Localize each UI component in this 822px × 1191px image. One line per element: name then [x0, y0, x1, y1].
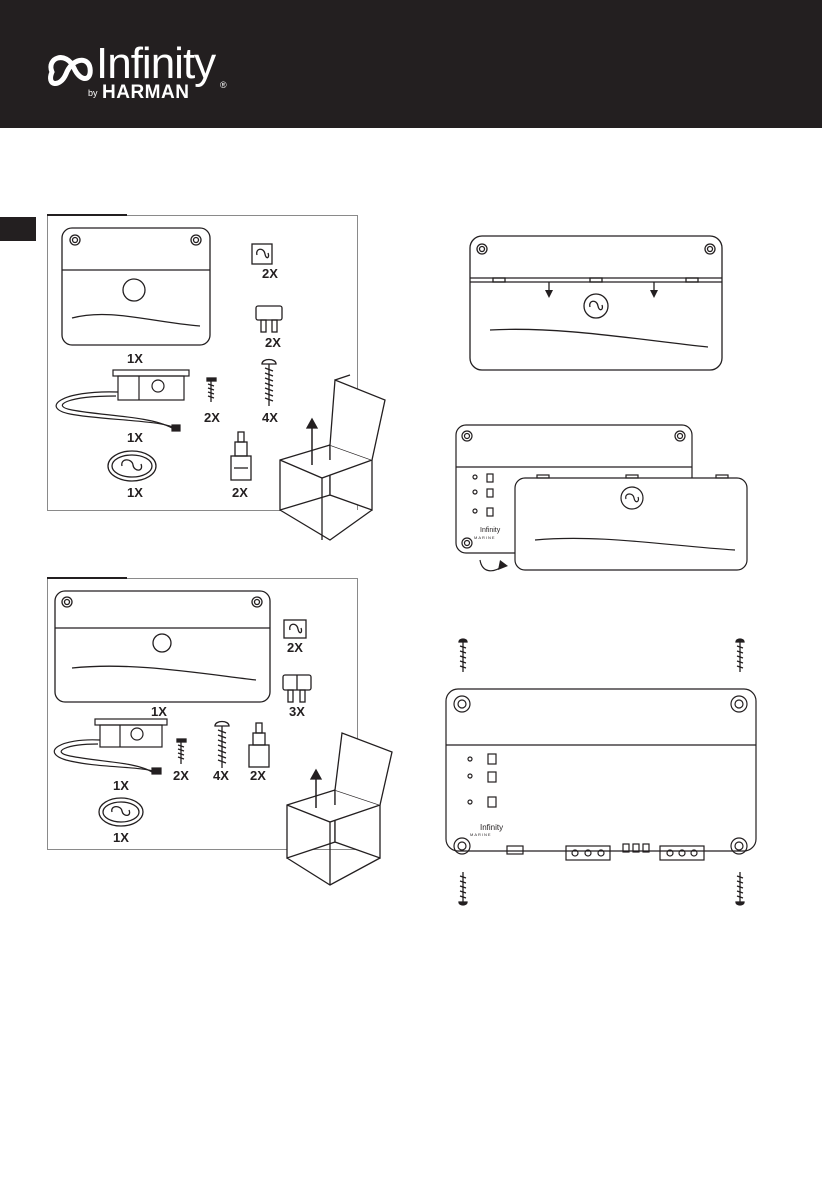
arrow-curve-icon	[498, 560, 508, 570]
mounting-figure	[446, 689, 756, 860]
figure2-marine: MARINE	[474, 535, 496, 540]
cover-removal-figure	[470, 236, 722, 370]
arrow-down-icon	[545, 290, 553, 298]
mounting-screws	[459, 639, 744, 905]
cover-slide-figure	[456, 425, 747, 571]
figure2-brand: Infinity	[480, 527, 500, 534]
arrow-down-icon	[650, 290, 658, 298]
figure3-marine: MARINE	[470, 832, 492, 837]
figure3-brand: Infinity	[480, 823, 503, 832]
